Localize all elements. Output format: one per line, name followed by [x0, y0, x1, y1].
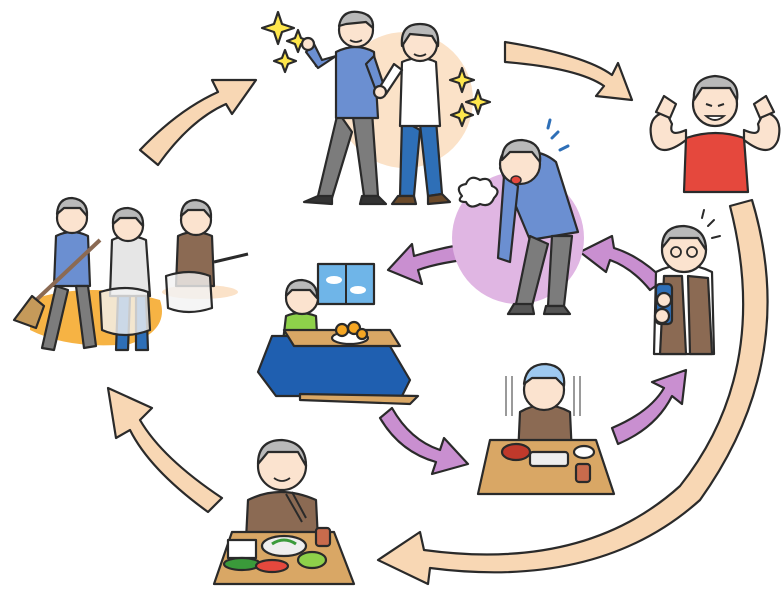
- arrow-cleaning-to-couple: [138, 78, 258, 167]
- trash-bag-icon: [164, 270, 214, 314]
- sparkle-icon: [260, 10, 492, 128]
- arrow-meal-to-drinking: [610, 368, 688, 446]
- plate-icon: [528, 450, 570, 468]
- volunteer-cleaning-illustration: [12, 196, 249, 352]
- frailty-cycle-arrows: [378, 234, 688, 476]
- man-with-small-meal-illustration: [476, 362, 616, 496]
- grabber-icon: [213, 252, 249, 264]
- walking-man: [300, 10, 388, 206]
- man-opening-bottle-illustration: [652, 209, 721, 356]
- arrow-eating-to-cleaning: [106, 386, 224, 514]
- arrow-kotatsu-to-meal: [378, 406, 470, 476]
- rice-bowl-icon: [572, 444, 596, 460]
- arrow-couple-to-strong: [503, 40, 634, 102]
- cup-icon: [574, 462, 592, 484]
- muscular-elderly-man-illustration: [649, 74, 781, 194]
- woman-with-full-meal-illustration: [212, 438, 356, 586]
- trash-bag-icon: [98, 286, 152, 337]
- main-dish-icon: [260, 534, 308, 558]
- out-of-breath-man-illustration: [452, 118, 584, 316]
- soup-bowl-icon: [500, 442, 532, 462]
- tofu-plate-icon: [226, 538, 258, 560]
- cup-icon: [314, 526, 332, 548]
- salad-bowl-icon: [296, 550, 328, 570]
- broom-icon: [30, 238, 102, 306]
- arrow-strong-to-eating: [376, 198, 769, 586]
- couple-walking-illustration: [260, 10, 492, 206]
- walking-woman: [372, 22, 452, 206]
- healthy-cycle-arrows: [106, 40, 769, 586]
- arrow-drinking-to-tired: [578, 234, 666, 292]
- man-at-kotatsu-illustration: [256, 262, 420, 406]
- breath-puff-icon: [457, 176, 499, 208]
